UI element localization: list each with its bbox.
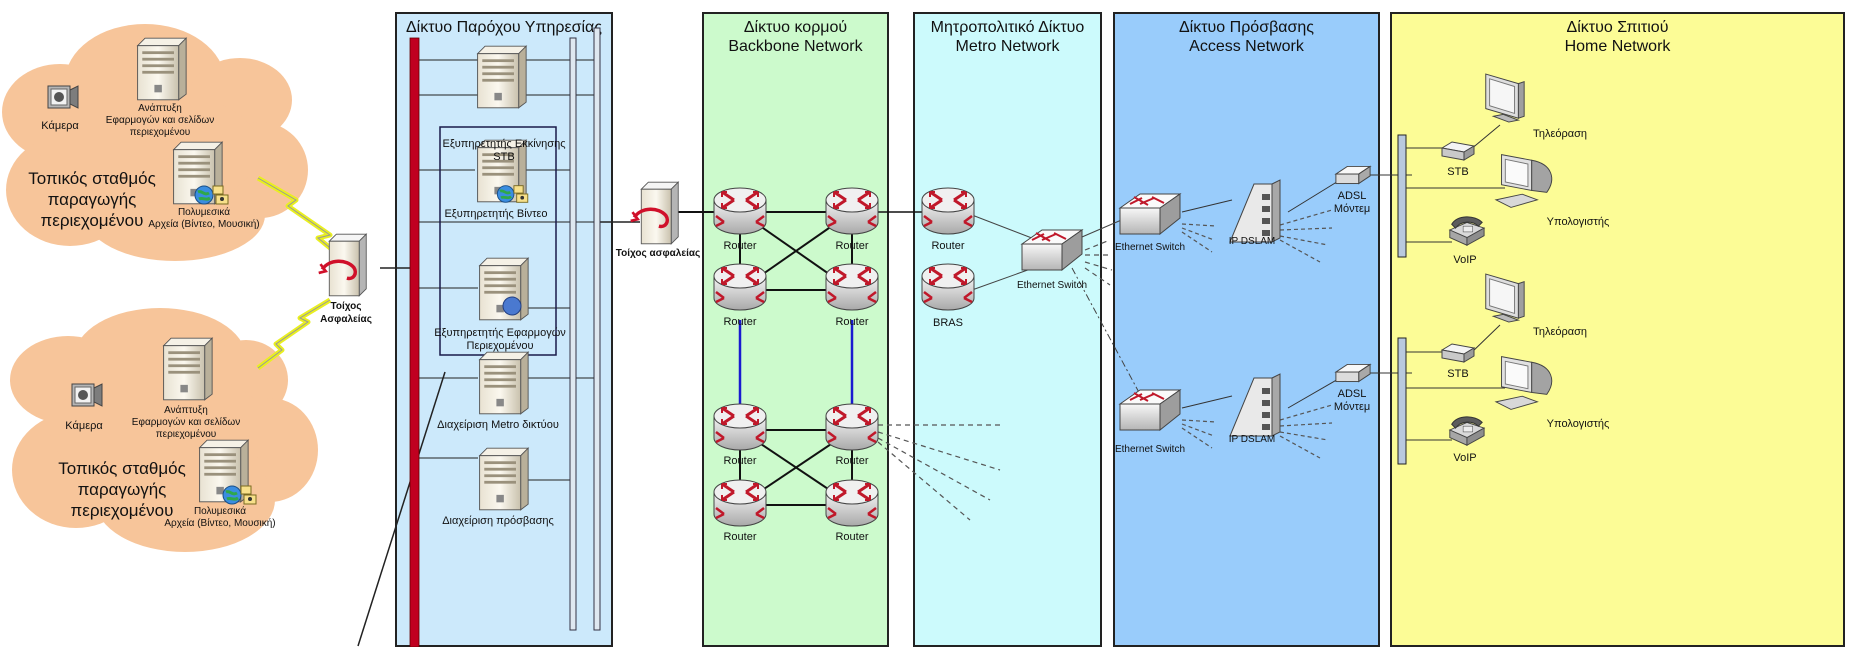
- zone-metro-title: Μητροπολιτικό Δίκτυο Metro Network: [930, 19, 1085, 55]
- lightning-link-1-outline: [257, 177, 341, 257]
- dslam-icon-2: [1229, 373, 1281, 437]
- access-switch-label-1: Ethernet Switch: [1114, 242, 1186, 253]
- router-label-4: Router: [835, 316, 869, 328]
- router-icon-bb-5: [712, 402, 768, 452]
- server-icon-dev-1: [137, 37, 187, 101]
- station-1-title: Τοπικός σταθμός παραγωγής περιεχομένου: [28, 169, 156, 230]
- router-label-1: Router: [723, 240, 757, 252]
- provider-bus-2: [593, 27, 601, 631]
- access-switch-label-2: Ethernet Switch: [1114, 444, 1186, 455]
- home-tv-label-1: Τηλεόραση: [1532, 128, 1588, 140]
- modem-icon-2: [1335, 363, 1371, 383]
- firewall-icon-center: [628, 180, 681, 246]
- station-2-camera-label: Κάμερα: [65, 420, 103, 432]
- zone-provider-title: Δίκτυο Παρόχου Υπηρεσίας: [405, 19, 603, 36]
- firewall-left-label: Τοίχος Ασφαλείας: [320, 301, 372, 325]
- zone-provider: Δίκτυο Παρόχου Υπηρεσίας: [395, 12, 613, 647]
- switch-icon-access-1: [1119, 193, 1181, 235]
- zone-backbone-title: Δίκτυο κορμού Backbone Network: [728, 19, 863, 55]
- router-label-3: Router: [723, 316, 757, 328]
- camera-icon-2: [71, 383, 103, 407]
- home-bus-2: [1397, 337, 1407, 465]
- home-tv-label-2: Τηλεόραση: [1532, 326, 1588, 338]
- bras-icon: [920, 262, 976, 312]
- modem-icon-1: [1335, 165, 1371, 185]
- provider-bus-red: [409, 37, 420, 647]
- router-icon-bb-4: [824, 262, 880, 312]
- router-icon-bb-7: [712, 478, 768, 528]
- station-1-media-label: Πολυμεσικά Αρχεία (Βίντεο, Μουσική): [148, 207, 260, 230]
- app-badge-icon: [502, 296, 522, 316]
- modem-label-2: ADSL Μόντεμ: [1333, 388, 1371, 413]
- home-stb-label-2: STB: [1447, 368, 1469, 380]
- pc-icon-1: [1495, 154, 1553, 208]
- router-label-7: Router: [723, 531, 757, 543]
- station-2-media-label: Πολυμεσικά Αρχεία (Βίντεο, Μουσική): [164, 506, 276, 529]
- zone-access-title: Δίκτυο Πρόσβασης Access Network: [1178, 19, 1315, 55]
- metro-switch-label: Ethernet Switch: [1016, 280, 1088, 291]
- dslam-icon-1: [1229, 179, 1281, 243]
- station-2-dev-label: Ανάπτυξη Εφαρμογών και σελίδων περιεχομέ…: [131, 405, 241, 440]
- router-icon-bb-1: [712, 186, 768, 236]
- stb-icon-2: [1441, 343, 1475, 363]
- switch-icon-access-2: [1119, 389, 1181, 431]
- lightning-link-2-outline: [257, 299, 331, 369]
- dslam-label-1: IP DSLAM: [1228, 236, 1276, 247]
- home-voip-label-2: VoIP: [1453, 452, 1477, 464]
- provider-server-label-4: Διαχείριση πρόσβασης: [442, 515, 554, 527]
- server-icon-access-mgmt: [479, 447, 529, 511]
- provider-server-label-2: Εξυπηρετητής Εφαρμογών Περιεχομένου: [434, 327, 566, 352]
- router-icon-bb-8: [824, 478, 880, 528]
- bras-label: BRAS: [933, 317, 963, 329]
- zone-home-title: Δίκτυο Σπιτιού Home Network: [1564, 19, 1671, 55]
- router-icon-bb-3: [712, 262, 768, 312]
- router-icon-bb-6: [824, 402, 880, 452]
- provider-server-label-3: Διαχείριση Metro δικτύου: [437, 419, 559, 431]
- tv-icon-1: [1485, 73, 1525, 123]
- server-icon-dev-2: [163, 337, 213, 401]
- zone-access: Δίκτυο Πρόσβασης Access Network: [1113, 12, 1380, 647]
- zone-metro: Μητροπολιτικό Δίκτυο Metro Network: [913, 12, 1102, 647]
- dslam-label-2: IP DSLAM: [1228, 434, 1276, 445]
- router-icon-bb-2: [824, 186, 880, 236]
- router-label-2: Router: [835, 240, 869, 252]
- camera-icon-1: [47, 85, 79, 109]
- modem-label-1: ADSL Μόντεμ: [1333, 190, 1371, 215]
- metro-router-label: Router: [931, 240, 965, 252]
- station-2-title: Τοπικός σταθμός παραγωγής περιεχομένου: [58, 459, 186, 520]
- home-pc-label-1: Υπολογιστής: [1546, 216, 1610, 228]
- provider-bus-1: [569, 37, 577, 631]
- switch-icon-metro: [1021, 229, 1083, 271]
- server-icon-metro-mgmt: [479, 351, 529, 415]
- home-stb-label-1: STB: [1447, 166, 1469, 178]
- home-pc-label-2: Υπολογιστής: [1546, 418, 1610, 430]
- home-bus-1: [1397, 134, 1407, 258]
- provider-server-label-0: Εξυπηρετητής Εκκίνησης STB: [442, 138, 566, 163]
- router-label-5: Router: [723, 455, 757, 467]
- router-icon-metro: [920, 186, 976, 236]
- firewall-center-label: Τοίχος ασφαλείας: [615, 248, 701, 259]
- stb-icon-1: [1441, 141, 1475, 161]
- pc-icon-2: [1495, 356, 1553, 410]
- phone-icon-1: [1449, 216, 1485, 246]
- station-1-camera-label: Κάμερα: [41, 120, 79, 132]
- station-1-dev-label: Ανάπτυξη Εφαρμογών και σελίδων περιεχομέ…: [105, 103, 215, 138]
- phone-icon-2: [1449, 416, 1485, 446]
- server-icon-stb-boot: [477, 45, 527, 109]
- router-label-6: Router: [835, 455, 869, 467]
- zone-backbone: Δίκτυο κορμού Backbone Network: [702, 12, 889, 647]
- tv-icon-2: [1485, 273, 1525, 323]
- router-label-8: Router: [835, 531, 869, 543]
- home-voip-label-1: VoIP: [1453, 254, 1477, 266]
- zone-home: Δίκτυο Σπιτιού Home Network: [1390, 12, 1845, 647]
- provider-server-label-1: Εξυπηρετητής Βίντεο: [444, 208, 548, 220]
